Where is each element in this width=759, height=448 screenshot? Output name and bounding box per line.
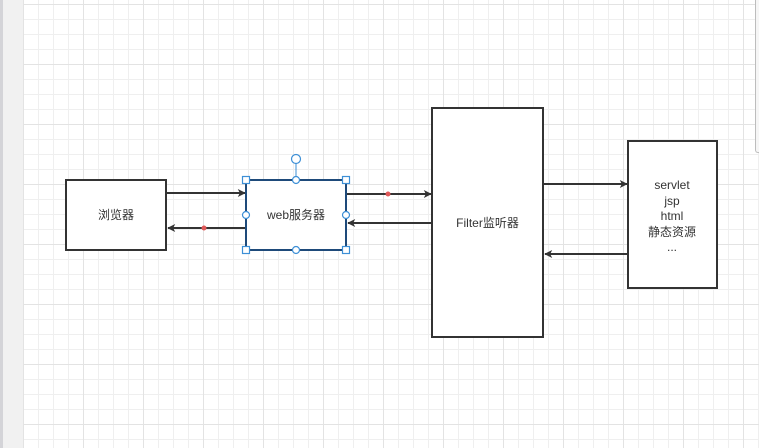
- node-resources-label-static: 静态资源: [648, 225, 696, 239]
- resize-handle-right[interactable]: [341, 210, 351, 220]
- resize-handle-left[interactable]: [241, 210, 251, 220]
- node-web-server-label: web服务器: [266, 207, 325, 222]
- left-sidebar-rail: [0, 0, 23, 448]
- node-web-server[interactable]: web服务器: [245, 179, 347, 251]
- format-panel-edge[interactable]: [755, 0, 759, 153]
- node-resources-label-ellipsis: ...: [667, 240, 677, 254]
- rotate-handle[interactable]: [290, 153, 302, 165]
- resize-handle-top-right[interactable]: [341, 175, 351, 185]
- left-rail-edge: [0, 0, 3, 448]
- resize-handle-bottom-left[interactable]: [241, 245, 251, 255]
- resize-handle-bottom[interactable]: [291, 245, 301, 255]
- resize-handle-top[interactable]: [291, 175, 301, 185]
- node-browser[interactable]: 浏览器: [65, 179, 167, 251]
- selection-handles: [241, 153, 351, 255]
- node-resources-label-servlet: servlet: [654, 178, 690, 192]
- node-resources-label-html: html: [661, 209, 684, 223]
- node-filter[interactable]: Filter监听器: [431, 107, 544, 338]
- node-filter-label: Filter监听器: [456, 216, 519, 230]
- resize-handle-top-left[interactable]: [241, 175, 251, 185]
- node-resources-label-jsp: jsp: [663, 194, 680, 208]
- edge-waypoint-handle[interactable]: [385, 191, 391, 197]
- node-resources[interactable]: servlet jsp html 静态资源 ...: [627, 140, 718, 289]
- edges: [166, 180, 628, 258]
- edge-waypoint-handle[interactable]: [201, 225, 207, 231]
- node-browser-label: 浏览器: [98, 207, 134, 222]
- resize-handle-bottom-right[interactable]: [341, 245, 351, 255]
